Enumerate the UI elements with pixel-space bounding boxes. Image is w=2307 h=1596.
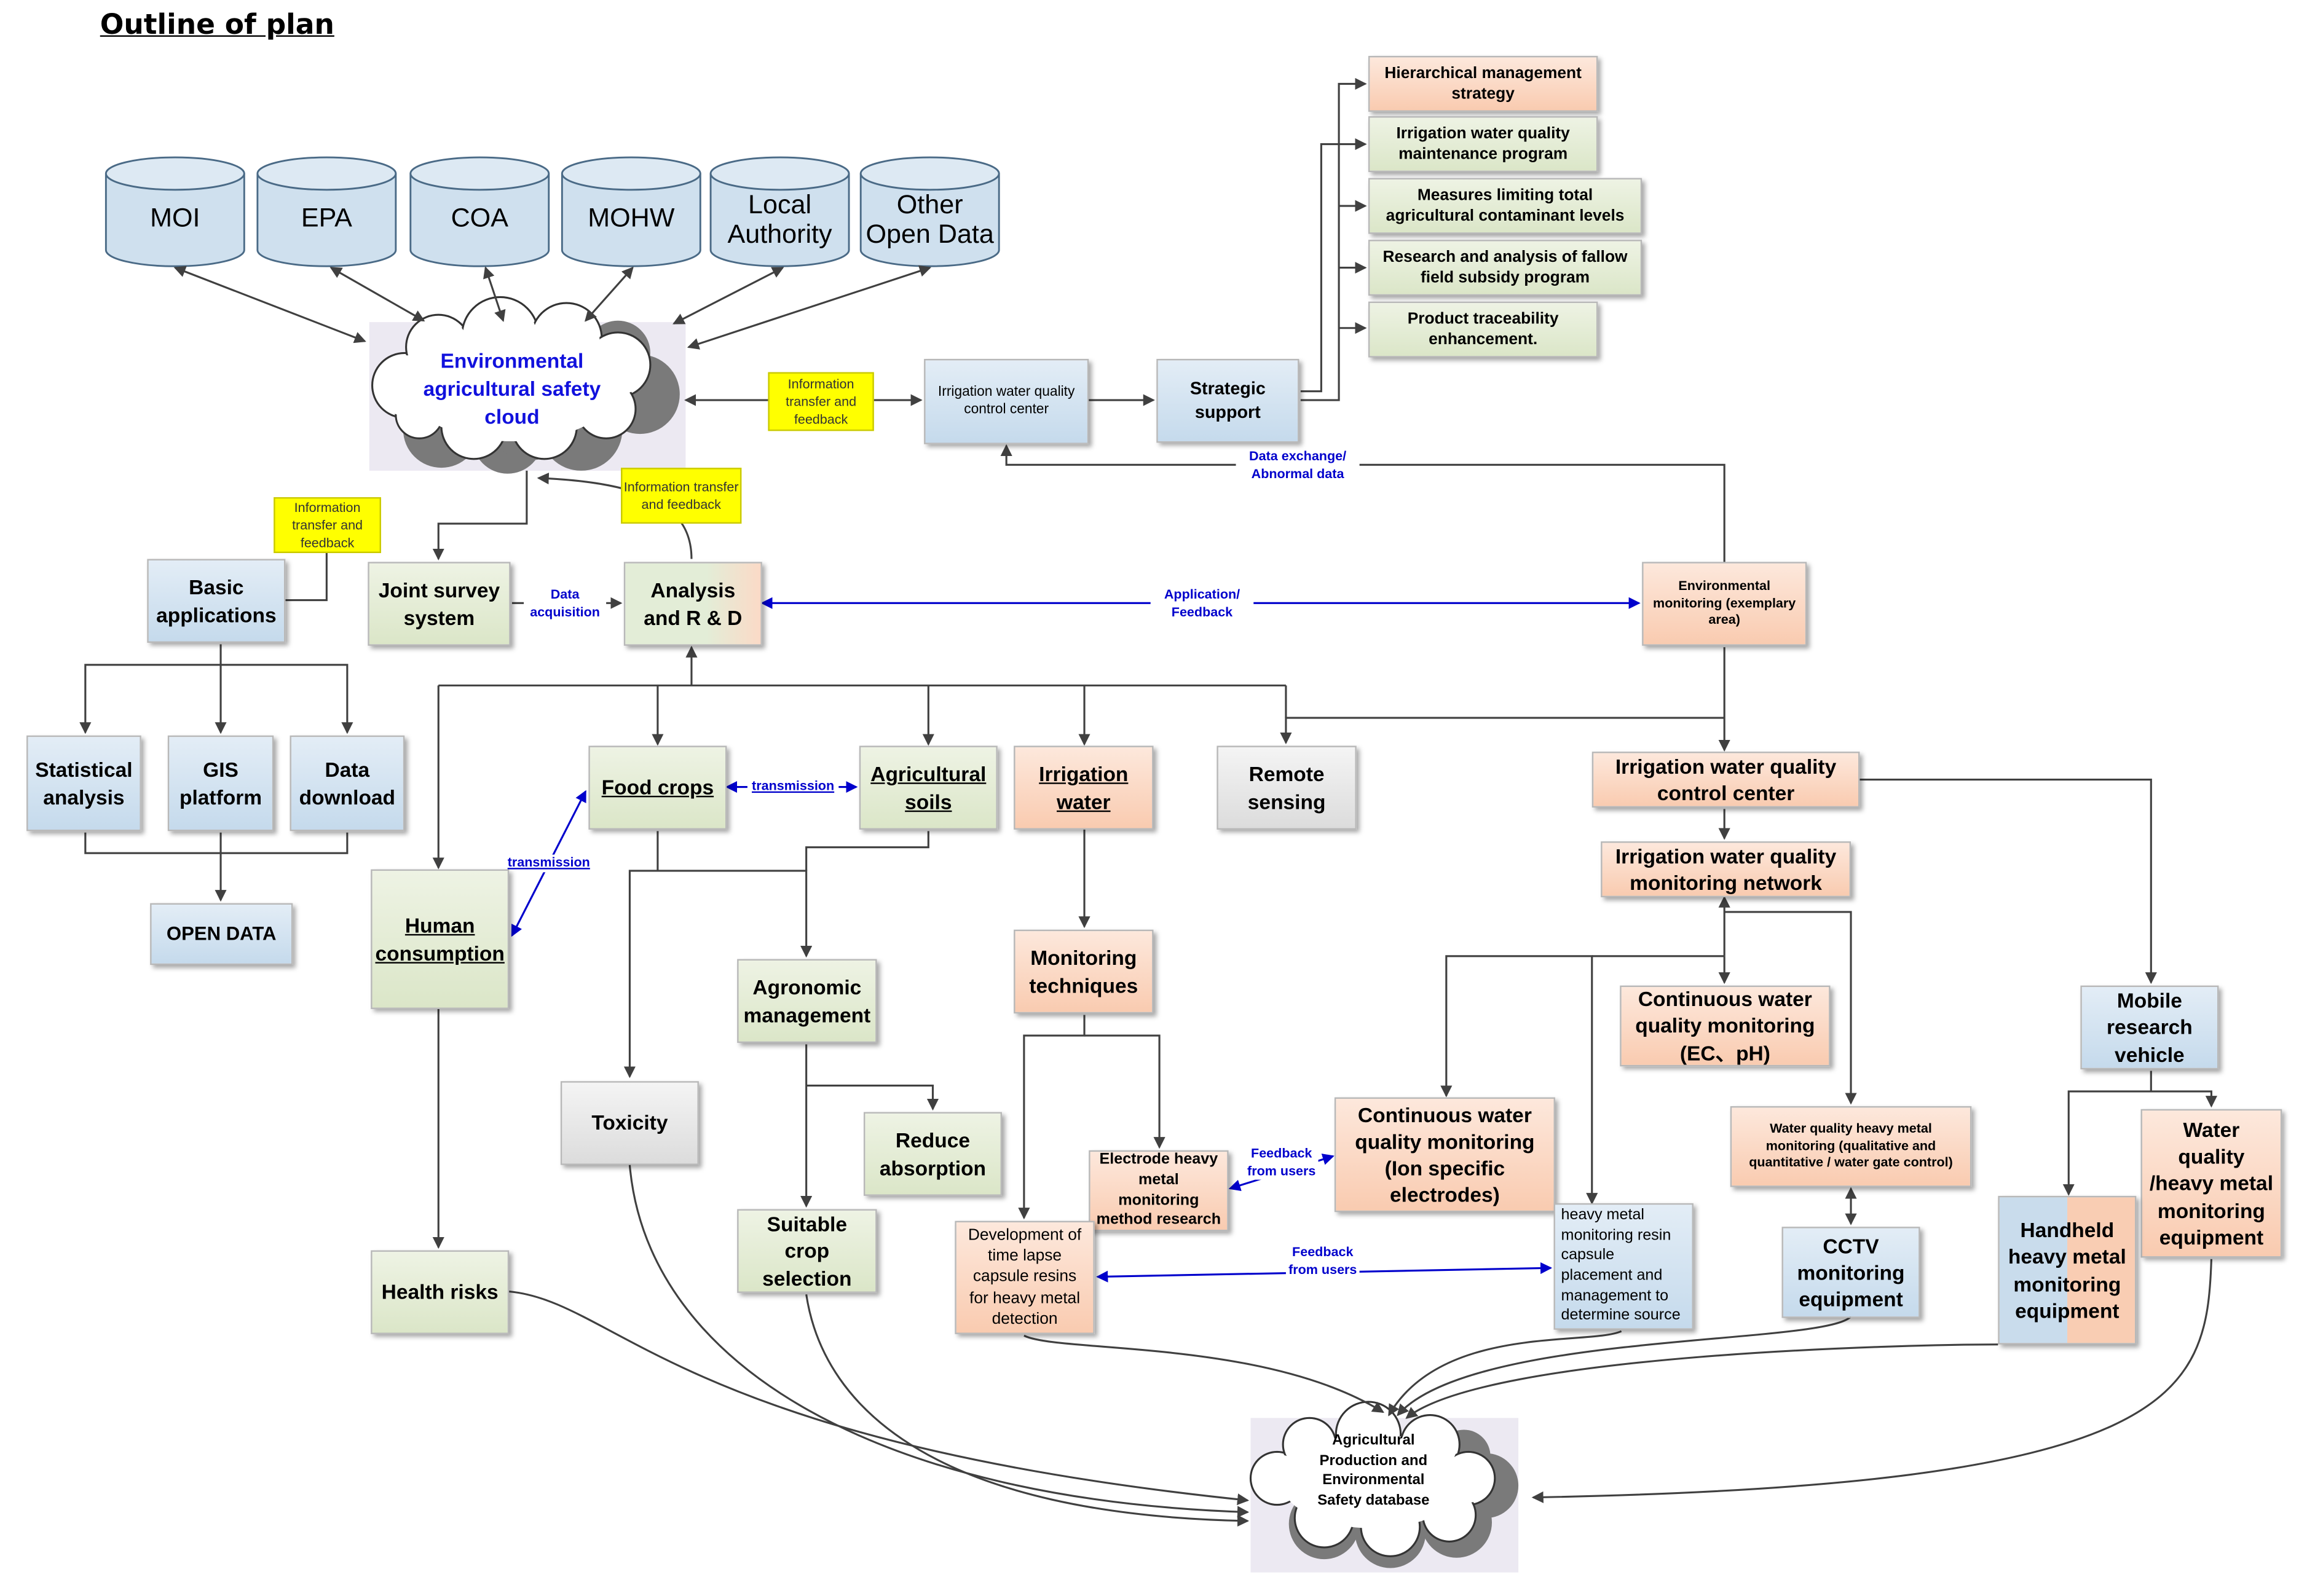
cylinder-label-mohw: MOHW [588,203,675,233]
box-time-lapse-resins: Development of time lapse capsule resins… [955,1221,1095,1334]
box-iwq-monitoring-network: Irrigation water quality monitoring netw… [1601,841,1852,898]
box-continuous-ec-ph: Continuous water quality monitoring (EC、… [1620,985,1831,1067]
cylinder-local-authority [709,156,850,267]
cloud-database [1249,1401,1519,1573]
box-analysis-rd: Analysis and R & D [623,562,762,646]
box-strategic-support: Strategic support [1156,359,1299,443]
label-feedback-from-users-2: Feedback from users [1285,1244,1360,1279]
box-monitoring-techniques: Monitoring techniques [1014,929,1154,1014]
box-joint-survey: Joint survey system [368,562,511,646]
box-data-download: Data download [290,735,405,831]
cylinder-label-moi: MOI [150,203,200,233]
box-agronomic-management: Agronomic management [737,959,877,1043]
label-data-acquisition: Data acquisition [524,587,607,621]
label-feedback-from-users-1: Feedback from users [1244,1146,1319,1181]
box-resin-capsule: heavy metal monitoring resin capsule pla… [1553,1203,1694,1330]
cylinder-label-coa: COA [451,203,508,233]
cloud-db-label: Agricultural Production and Environmenta… [1317,1433,1430,1509]
cylinder-label-local-authority: Local Authority [727,189,832,249]
cloud-environmental-safety [369,296,686,474]
box-mobile-research-vehicle: Mobile research vehicle [2080,985,2219,1070]
label-transmission-2: transmission [503,854,594,872]
box-human-consumption: Human consumption [371,869,510,1009]
page-title: Outline of plan [100,9,334,42]
label-data-exchange: Data exchange/ Abnormal data [1236,449,1360,483]
box-measures-limiting: Measures limiting total agricultural con… [1368,178,1643,234]
label-application-feedback: Application/ Feedback [1150,587,1254,621]
box-statistical-analysis: Statistical analysis [26,735,141,831]
label-transmission-1: transmission [747,778,839,796]
box-food-crops: Food crops [588,745,727,830]
box-toxicity: Toxicity [560,1081,699,1165]
cylinder-mohw [561,156,701,267]
cylinder-label-epa: EPA [301,203,352,233]
note-info-transfer-1: Information transfer and feedback [768,372,874,431]
box-continuous-ion: Continuous water quality monitoring (Ion… [1334,1097,1555,1213]
box-wq-heavy-metal: Water quality heavy metal monitoring (qu… [1730,1106,1972,1187]
box-product-traceability: Product traceability enhancement. [1368,301,1598,358]
box-suitable-crop: Suitable crop selection [737,1209,877,1293]
cylinder-epa [256,156,397,267]
box-iwqcc: Irrigation water quality control center [1591,752,1860,808]
box-irrigation-maintenance: Irrigation water quality maintenance pro… [1368,116,1598,173]
box-open-data: OPEN DATA [150,903,293,965]
box-irrigation-water: Irrigation water [1014,745,1154,830]
cloud-env-label: Environmental agricultural safety cloud [423,348,601,428]
box-gis-platform: GIS platform [167,735,274,831]
box-basic-applications: Basic applications [147,559,286,643]
box-environmental-monitoring: Environmental monitoring (exemplary area… [1642,562,1807,646]
box-remote-sensing: Remote sensing [1217,745,1357,830]
box-electrode-research: Electrode heavy metal monitoring method … [1089,1150,1229,1232]
cylinder-moi [105,156,245,267]
cylinder-coa [409,156,550,267]
box-reduce-absorption: Reduce absorption [863,1112,1002,1196]
box-fallow-subsidy: Research and analysis of fallow field su… [1368,240,1643,296]
note-info-transfer-3: Information transfer and feedback [274,497,381,553]
box-wq-heavy-metal-equipment: Water quality /heavy metal monitoring eq… [2140,1109,2282,1258]
note-info-transfer-2: Information transfer and feedback [621,468,742,524]
box-hierarchical-management: Hierarchical management strategy [1368,55,1598,112]
box-cctv-equipment: CCTV monitoring equipment [1781,1227,1920,1318]
box-iwqcc-top: Irrigation water quality control center [924,359,1089,444]
box-health-risks: Health risks [371,1250,510,1334]
cylinder-label-other-open-data: Other Open Data [866,189,994,249]
box-handheld-equipment: Handheld heavy metal monitoring equipmen… [1998,1195,2137,1345]
box-agricultural-soils: Agricultural soils [859,745,998,830]
